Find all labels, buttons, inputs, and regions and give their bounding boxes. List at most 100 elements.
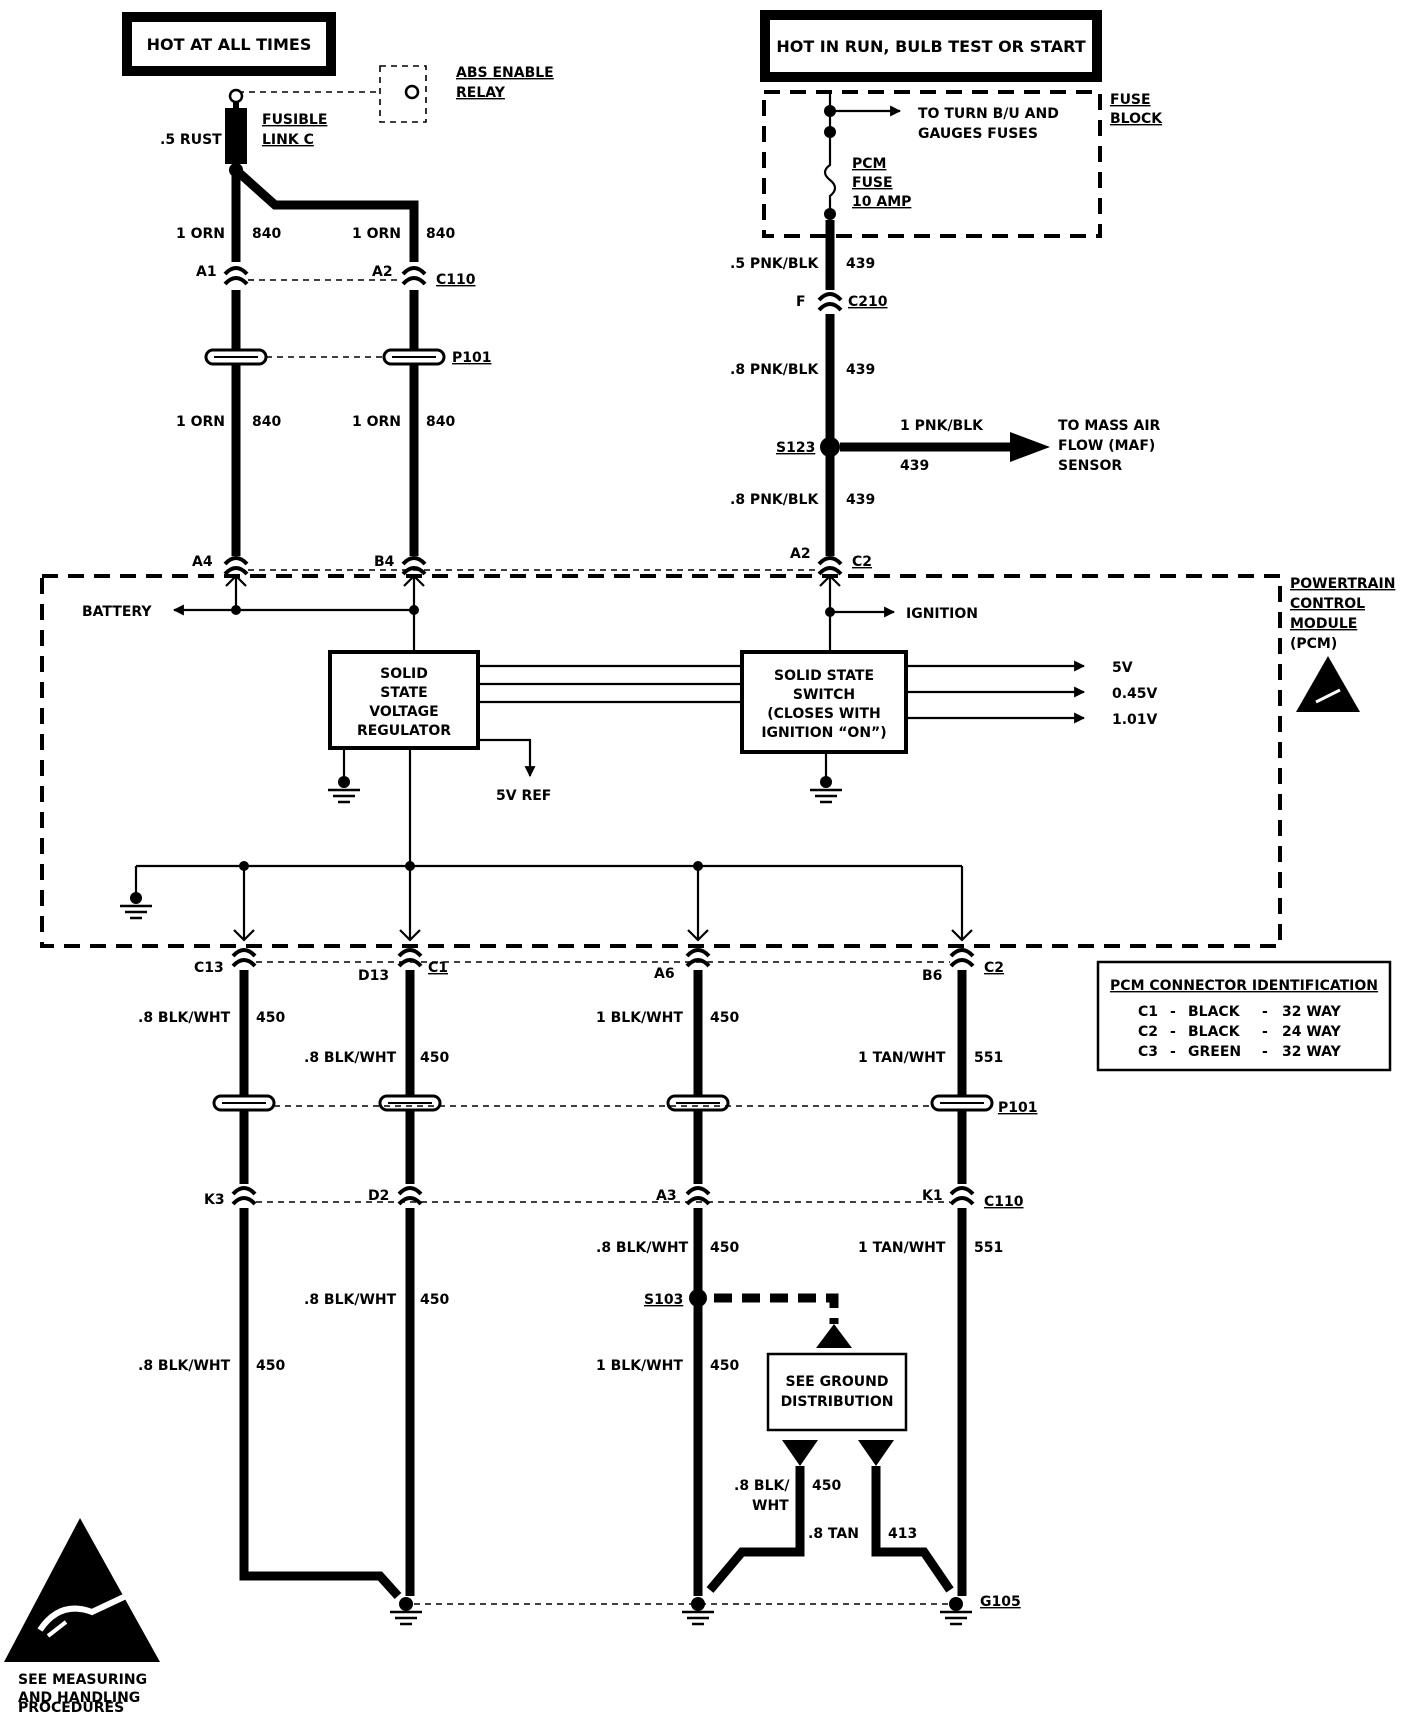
switch-line-2: SWITCH <box>793 687 855 703</box>
ul-w3-circ: 840 <box>252 414 281 430</box>
connector-row-color: GREEN <box>1188 1044 1241 1060</box>
ur-w2-circ: 439 <box>846 362 875 378</box>
upper-left-wires: 1 ORN 840 1 ORN 840 A1 A2 C110 P101 1 OR… <box>176 166 816 576</box>
regulator-line-1: SOLID <box>380 666 428 682</box>
pcm-fuse-2: FUSE <box>852 175 893 191</box>
gd-circ: 450 <box>812 1478 841 1494</box>
l1-circ: 450 <box>256 1010 285 1026</box>
ul-pin-a2: A2 <box>372 264 393 280</box>
pin-b6: B6 <box>922 968 942 984</box>
maf-label-2: FLOW (MAF) <box>1058 438 1155 454</box>
pin-k3: K3 <box>204 1192 225 1208</box>
l2c-circ: 450 <box>420 1292 449 1308</box>
regulator-line-3: VOLTAGE <box>369 704 438 720</box>
connector-row-c2: C2 - BLACK - 24 WAY <box>1138 1024 1342 1040</box>
l3b-size: .8 BLK/WHT <box>596 1240 689 1256</box>
ul-pin-a1: A1 <box>196 264 217 280</box>
l2-size: .8 BLK/WHT <box>304 1050 397 1066</box>
connector-row-color: BLACK <box>1188 1024 1241 1040</box>
ur-w3-circ: 439 <box>846 492 875 508</box>
ground-g105: G105 <box>980 1594 1021 1610</box>
ul-w4-size: 1 ORN <box>352 414 401 430</box>
ul-w2-size: 1 ORN <box>352 226 401 242</box>
lower-p101: P101 <box>998 1100 1037 1116</box>
switch-line-3: (CLOSES WITH <box>767 706 881 722</box>
solid-state-switch: SOLID STATE SWITCH (CLOSES WITH IGNITION… <box>740 650 908 754</box>
l3-size: 1 BLK/WHT <box>596 1010 683 1026</box>
ignition-label: IGNITION <box>906 606 978 622</box>
ur-w1-size: .5 PNK/BLK <box>730 256 819 272</box>
hot-at-all-times-label: HOT AT ALL TIMES <box>147 35 312 54</box>
l1c-circ: 450 <box>256 1358 285 1374</box>
tan-size: .8 TAN <box>808 1526 859 1542</box>
ur-pin-f: F <box>796 294 806 310</box>
to-fuses-2: GAUGES FUSES <box>918 126 1038 142</box>
pcm-label-4: (PCM) <box>1290 636 1337 652</box>
ul-w1-circ: 840 <box>252 226 281 242</box>
l3b-circ: 450 <box>710 1240 739 1256</box>
to-fuses-1: TO TURN B/U AND <box>918 106 1059 122</box>
pcm-label-2: CONTROL <box>1290 596 1365 612</box>
conn-c2-lower: C2 <box>984 960 1004 976</box>
ul-w4-circ: 840 <box>426 414 455 430</box>
relay-label-2: RELAY <box>456 85 506 101</box>
fuse-block-label-1: FUSE <box>1110 92 1151 108</box>
ur-w1-circ: 439 <box>846 256 875 272</box>
ur-maf-size: 1 PNK/BLK <box>900 418 984 434</box>
pcm-label-1: POWERTRAIN <box>1290 576 1395 592</box>
pin-d2: D2 <box>368 1188 389 1204</box>
pcm-module: POWERTRAIN CONTROL MODULE (PCM) BATTERY … <box>40 574 1395 948</box>
hot-at-all-times-box: HOT AT ALL TIMES <box>122 12 336 76</box>
out-101v: 1.01V <box>1112 712 1158 728</box>
maf-label-1: TO MASS AIR <box>1058 418 1161 434</box>
hot-in-run-box: HOT IN RUN, BULB TEST OR START <box>760 10 1102 82</box>
pin-k1: K1 <box>922 1188 943 1204</box>
solid-state-voltage-regulator: SOLID STATE VOLTAGE REGULATOR <box>328 650 480 750</box>
esd-note-3: PROCEDURES <box>18 1700 124 1714</box>
connector-row-dash: - <box>1262 1004 1268 1020</box>
5v-ref-label: 5V REF <box>496 788 551 804</box>
connector-row-color: BLACK <box>1188 1004 1241 1020</box>
regulator-line-2: STATE <box>380 685 427 701</box>
connector-row-dash: - <box>1262 1044 1268 1060</box>
ul-pin-a4: A4 <box>192 554 213 570</box>
abs-enable-relay: ABS ENABLE RELAY <box>238 65 554 123</box>
fusible-link-label-1: FUSIBLE <box>262 112 327 128</box>
ur-conn-c2: C2 <box>852 554 872 570</box>
out-5v: 5V <box>1112 660 1133 676</box>
switch-line-4: IGNITION “ON”) <box>761 725 886 741</box>
ur-w2-size: .8 PNK/BLK <box>730 362 819 378</box>
connector-row-ways: 32 WAY <box>1282 1004 1342 1020</box>
l2-circ: 450 <box>420 1050 449 1066</box>
l4b-circ: 551 <box>974 1240 1003 1256</box>
esd-note-1: SEE MEASURING <box>18 1672 147 1688</box>
relay-label-1: ABS ENABLE <box>456 65 554 81</box>
l1c-size: .8 BLK/WHT <box>138 1358 231 1374</box>
upper-right-wires: .5 PNK/BLK 439 F C210 .8 PNK/BLK 439 S12… <box>730 220 1161 576</box>
pcm-fuse-3: 10 AMP <box>852 194 911 210</box>
pcm-fuse-1: PCM <box>852 156 886 172</box>
pin-a6: A6 <box>654 966 675 982</box>
conn-c1: C1 <box>428 960 448 976</box>
connector-row-c3: C3 - GREEN - 32 WAY <box>1138 1044 1342 1060</box>
splice-s103: S103 <box>644 1292 683 1308</box>
ul-conn-c110: C110 <box>436 272 476 288</box>
ur-pin-a2: A2 <box>790 546 811 562</box>
lower-conn-c110: C110 <box>984 1194 1024 1210</box>
l2c-size: .8 BLK/WHT <box>304 1292 397 1308</box>
out-045v: 0.45V <box>1112 686 1158 702</box>
ground-distribution-box: SEE GROUND DISTRIBUTION <box>766 1352 908 1432</box>
connector-row-ways: 24 WAY <box>1282 1024 1342 1040</box>
fuse-block: FUSE BLOCK TO TURN B/U AND GAUGES FUSES … <box>762 90 1163 238</box>
ur-maf-circ: 439 <box>900 458 929 474</box>
ur-w3-size: .8 PNK/BLK <box>730 492 819 508</box>
connector-id-title: PCM CONNECTOR IDENTIFICATION <box>1110 978 1378 994</box>
regulator-line-4: REGULATOR <box>357 723 451 739</box>
connector-row-c1: C1 - BLACK - 32 WAY <box>1138 1004 1342 1020</box>
connector-row-dash: - <box>1170 1004 1176 1020</box>
pin-a3: A3 <box>656 1188 677 1204</box>
connector-row-conn: C1 <box>1138 1004 1158 1020</box>
ground-distribution-2: DISTRIBUTION <box>781 1394 894 1410</box>
ul-w3-size: 1 ORN <box>176 414 225 430</box>
